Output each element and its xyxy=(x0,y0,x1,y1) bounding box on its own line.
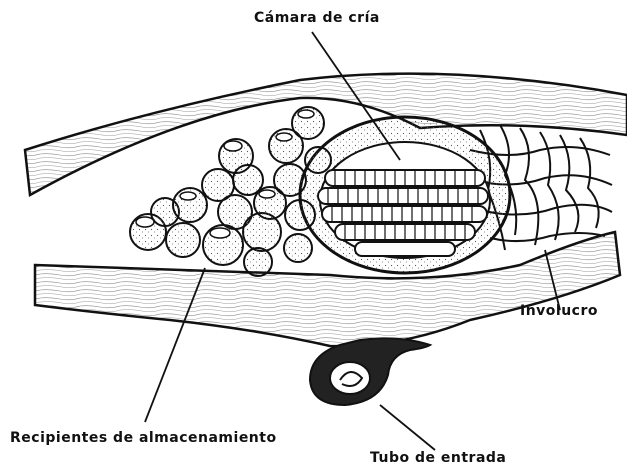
entrance-tube xyxy=(310,338,430,405)
label-involucro: Involucro xyxy=(520,303,598,319)
label-tubo-de-entrada: Tubo de entrada xyxy=(370,450,506,466)
leader-tubo xyxy=(380,405,435,450)
brood-chamber xyxy=(300,117,510,273)
label-recipientes-de-almacenamiento: Recipientes de almacenamiento xyxy=(10,430,277,446)
label-camara-de-cria: Cámara de cría xyxy=(254,10,380,26)
